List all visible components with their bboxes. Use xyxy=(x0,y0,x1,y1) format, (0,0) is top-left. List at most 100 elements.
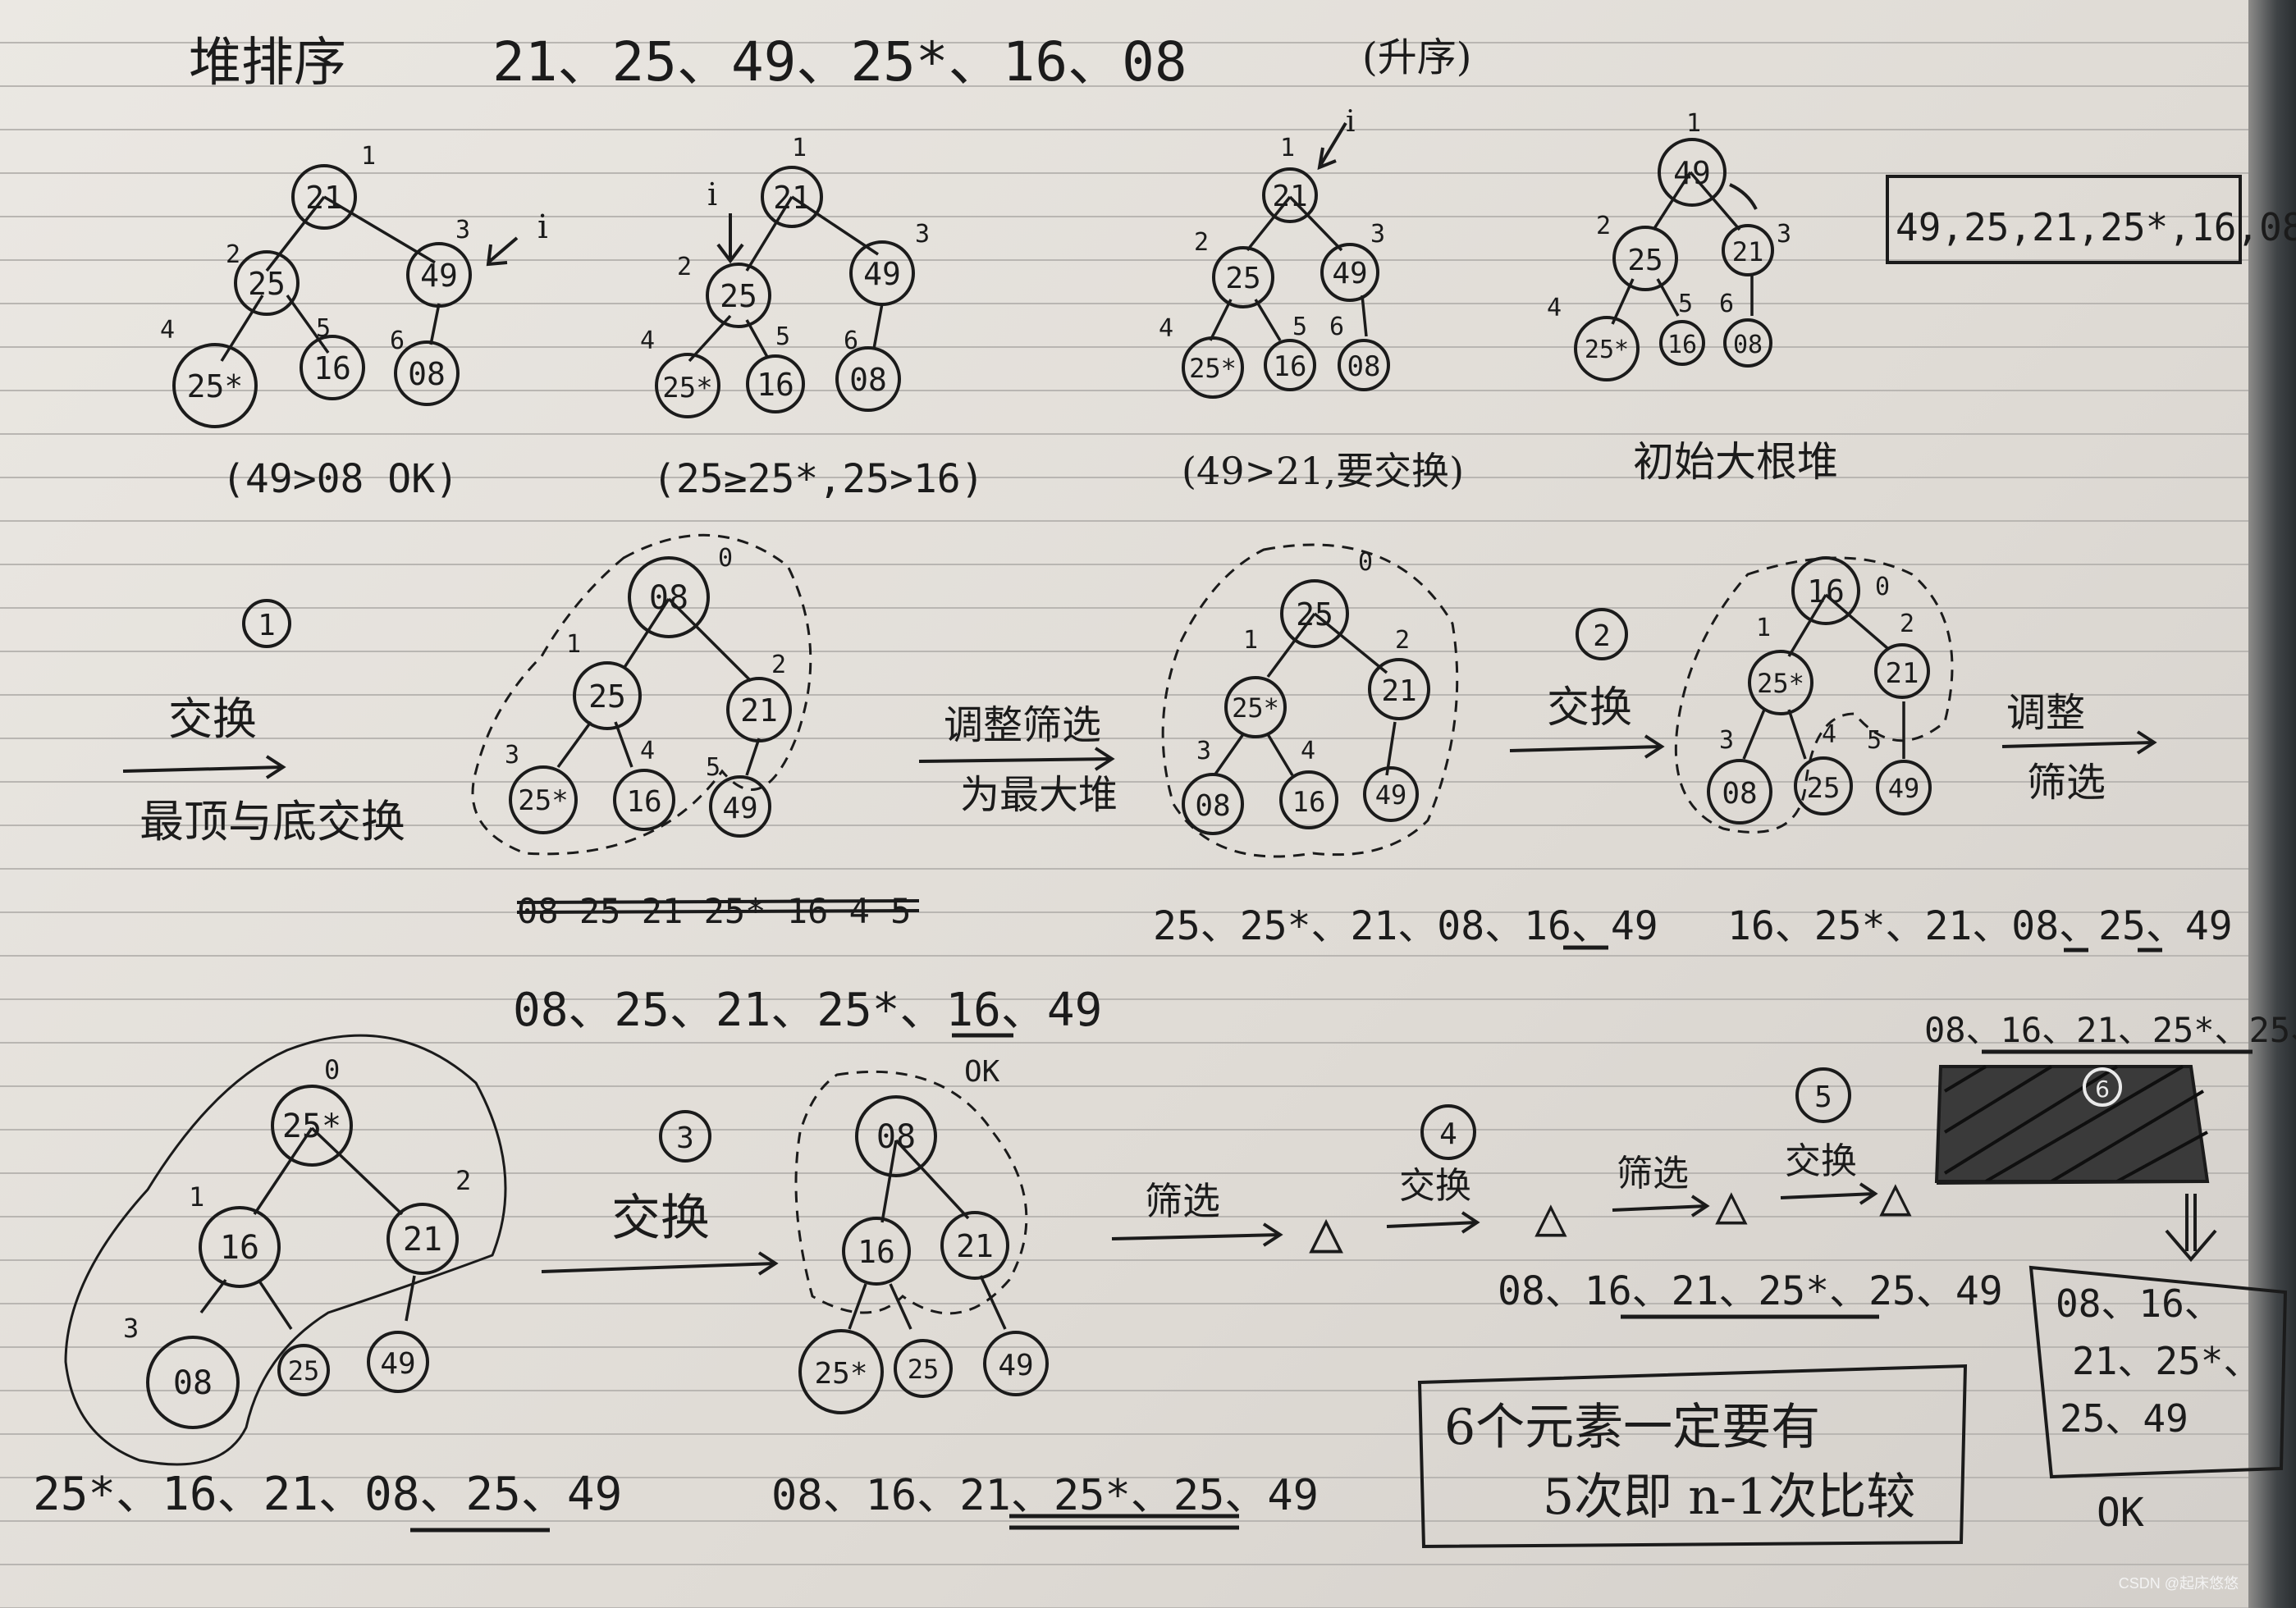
node-value: 21 xyxy=(1732,236,1764,267)
step-number: 2 xyxy=(1593,619,1611,653)
position-label: 4 xyxy=(1301,737,1315,765)
sift2-label: 筛选 xyxy=(1617,1153,1689,1195)
build-tree-2: 21 25 49 25* 16 08 1 2 3 4 5 6 i (25≥25*… xyxy=(640,134,985,502)
build-tree-1: 21 25 49 25* 16 08 1 2 3 4 5 6 i (49>08 … xyxy=(160,142,548,502)
watermark: CSDN @起床悠悠 xyxy=(2118,1575,2239,1592)
node-value: 08 xyxy=(173,1364,213,1402)
node-value: 16 xyxy=(858,1234,895,1270)
position-label: 5 xyxy=(1867,726,1882,755)
position-label: 3 xyxy=(1370,220,1385,249)
position-label: 3 xyxy=(123,1313,139,1344)
position-label: 3 xyxy=(1196,737,1211,765)
position-label: 4 xyxy=(640,737,655,765)
position-label: 4 xyxy=(1159,314,1173,343)
step-number: 1 xyxy=(258,609,276,642)
position-label: 2 xyxy=(1395,626,1410,655)
sift-label: 筛选 xyxy=(1145,1179,1220,1223)
position-label: 4 xyxy=(1547,294,1562,322)
summary-line-1: 6个元素一定要有 xyxy=(1444,1399,1820,1456)
position-label: 6 xyxy=(1329,313,1344,341)
node-value: 21 xyxy=(403,1221,442,1259)
position-label: 6 xyxy=(844,327,858,355)
step-number: 5 xyxy=(1814,1080,1832,1114)
step3-arrow-top: 交换 xyxy=(611,1190,710,1247)
node-value: 08 xyxy=(876,1118,916,1156)
step3-pre-sequence: 25*、16、21、08、25、49 xyxy=(33,1468,622,1521)
triangle: △ xyxy=(1879,1164,1912,1227)
node-value: 49 xyxy=(1332,257,1367,290)
node-value: 25* xyxy=(662,372,712,404)
node-value: 25* xyxy=(187,368,244,404)
position-label: 2 xyxy=(771,651,786,679)
position-label: 1 xyxy=(1686,109,1701,138)
node-value: 21 xyxy=(1381,674,1416,708)
step-number: 3 xyxy=(676,1121,694,1155)
position-label: 4 xyxy=(1822,720,1836,749)
node-value: 25* xyxy=(1757,668,1804,699)
step1-arrow-top: 交换 xyxy=(168,693,257,745)
step-1: 1 交换 最顶与底交换 08 25 21 25* 16 49 0 1 2 3 4… xyxy=(122,533,1102,1089)
pointer-i: i xyxy=(707,176,717,212)
node-value: 08 xyxy=(1195,789,1230,823)
step5-label: 交换 xyxy=(1785,1140,1857,1182)
adjust1-sequence: 25、25*、21、08、16、49 xyxy=(1153,903,1658,949)
node-value: 25 xyxy=(908,1354,940,1385)
node-value: 08 xyxy=(408,356,446,392)
node-value: 25* xyxy=(814,1357,867,1391)
node-value: 16 xyxy=(1807,573,1845,610)
adjust1-arrow-top: 调整筛选 xyxy=(944,702,1101,748)
node-value: 49 xyxy=(998,1349,1033,1382)
result-line-2: 21、25*、 xyxy=(2072,1339,2261,1383)
position-label: 3 xyxy=(505,741,519,770)
step2-sequence: 16、25*、21、08、25、49 xyxy=(1727,903,2233,949)
node-value: 16 xyxy=(313,350,351,386)
result-line-3: 25、49 xyxy=(2060,1396,2189,1441)
node-value: 21 xyxy=(1886,657,1919,690)
position-label: 1 xyxy=(1280,134,1295,162)
node-value: 21 xyxy=(773,180,811,216)
node-value: 16 xyxy=(220,1229,259,1267)
initial-heap-sequence: 49,25,21,25*,16,08 xyxy=(1896,205,2296,249)
step1-arrow-bottom: 最顶与底交换 xyxy=(139,796,405,847)
node-value: 21 xyxy=(740,692,778,729)
build-tree-4: 49 25 21 25* 16 08 1 2 3 4 5 6 初始大根堆 xyxy=(1547,109,1838,486)
scribble-top-sequence: 08、16、21、25*、25、49 xyxy=(1924,1010,2296,1050)
later-steps: 筛选 △ 4 交换 △ 筛选 △ 5 交换 △ 08、16、21、25*、25、… xyxy=(1111,1067,2003,1319)
caption: (49>21,要交换) xyxy=(1182,449,1464,493)
position-label: 1 xyxy=(1756,614,1771,642)
triangle: △ xyxy=(1309,1198,1343,1265)
result-ok: OK xyxy=(2097,1490,2144,1536)
position-label: 1 xyxy=(792,134,807,162)
node-value: 16 xyxy=(757,367,794,403)
pointer-i: i xyxy=(537,208,548,246)
step2-next-bottom: 筛选 xyxy=(2027,760,2106,806)
node-value: 21 xyxy=(956,1228,994,1264)
position-label: 2 xyxy=(455,1165,471,1196)
step2-next-top: 调整 xyxy=(2006,690,2085,736)
node-value: 16 xyxy=(1292,786,1326,819)
adjust-1: 调整筛选 为最大堆 25 25* 21 08 16 49 0 1 2 3 4 2… xyxy=(918,543,1658,950)
scribbled-box: 08、16、21、25*、25、49 6 xyxy=(1924,1010,2296,1263)
position-label: 2 xyxy=(1596,212,1611,240)
summary-line-2: 5次即 n-1次比较 xyxy=(1543,1469,1915,1526)
position-label: 6 xyxy=(1719,290,1734,318)
position-label: 4 xyxy=(640,327,655,355)
step2-arrow-top: 交换 xyxy=(1547,683,1632,733)
node-value: 49 xyxy=(1673,155,1711,191)
node-value: 49 xyxy=(1375,779,1407,811)
caption: (49>08 OK) xyxy=(222,456,459,502)
result-line-1: 08、16、 xyxy=(2056,1281,2222,1326)
node-value: 25* xyxy=(1189,353,1237,384)
page-edge xyxy=(2248,0,2296,1608)
node-value: 49 xyxy=(380,1347,415,1381)
node-value: 08 xyxy=(649,579,688,617)
title-sequence: 21、25、49、25*、16、08 xyxy=(492,30,1187,94)
position-label: 0 xyxy=(324,1054,340,1085)
title-note: (升序) xyxy=(1362,34,1471,80)
node-value: 25 xyxy=(588,678,626,715)
position-label: 3 xyxy=(1719,726,1734,755)
step1-ok: OK xyxy=(964,1055,1000,1089)
position-label: 2 xyxy=(677,253,692,281)
